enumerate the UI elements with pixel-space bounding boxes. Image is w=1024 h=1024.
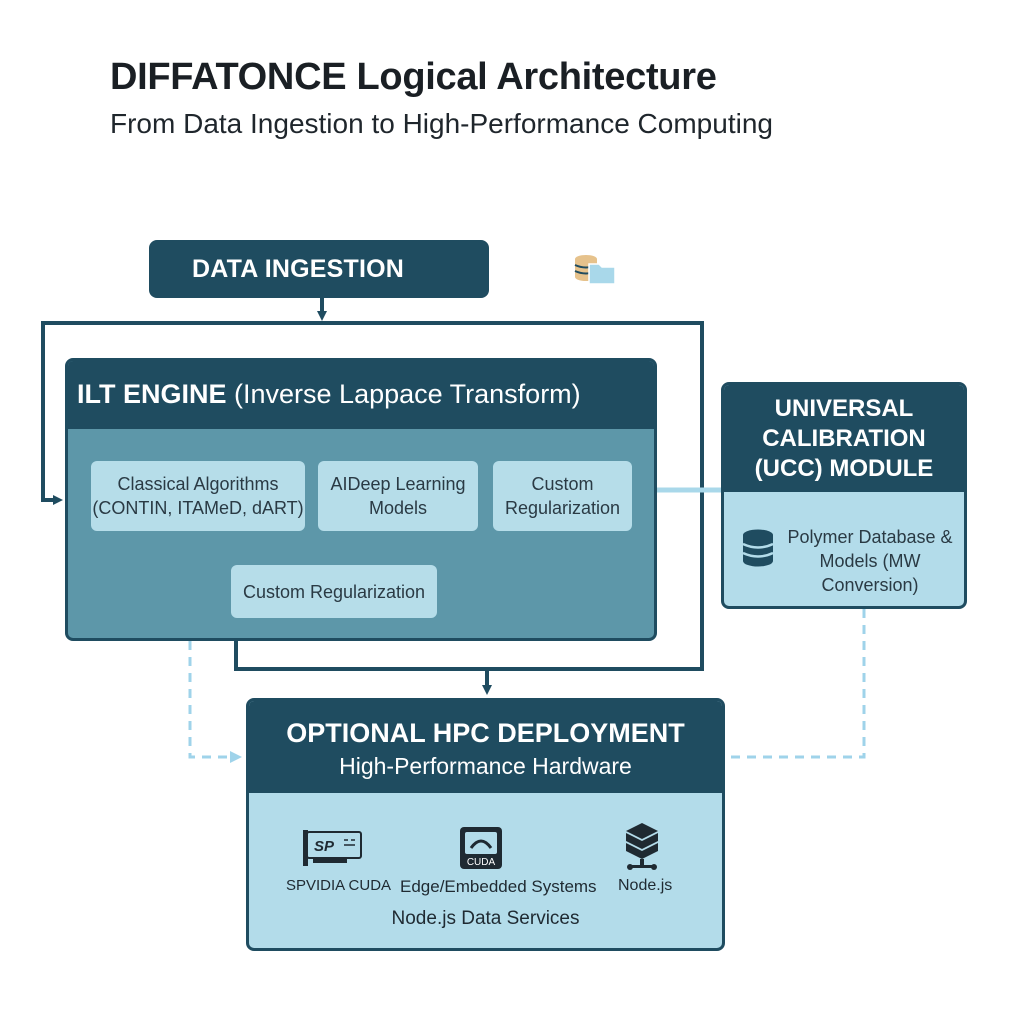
hpc-deployment-box: OPTIONAL HPC DEPLOYMENT High-Performance… bbox=[246, 698, 725, 951]
ucc-module-header: UNIVERSAL CALIBRATION (UCC) MODULE bbox=[724, 385, 964, 492]
hpc-item-caption-3: Node.js bbox=[618, 877, 673, 894]
ucc-title-line3: (UCC) MODULE bbox=[754, 454, 934, 482]
database-icon bbox=[742, 529, 774, 567]
ai-deep-learning-line2: Models bbox=[368, 498, 427, 518]
custom-regularization-right-box: Custom Regularization bbox=[493, 461, 632, 531]
gpu-card-icon-text: SP bbox=[314, 838, 335, 855]
classical-algorithms-line2: (CONTIN, ITAMeD, dART) bbox=[92, 498, 304, 518]
ilt-to-hpc-dashed bbox=[188, 641, 242, 763]
custom-regularization-bottom-box: Custom Regularization bbox=[231, 565, 437, 618]
cuda-chip-icon: CUDA bbox=[460, 827, 502, 869]
classical-algorithms-box: Classical Algorithms (CONTIN, ITAMeD, dA… bbox=[91, 461, 305, 531]
ucc-body-line2: Models (MW bbox=[819, 551, 921, 571]
hpc-subtitle: High-Performance Hardware bbox=[339, 753, 632, 779]
ucc-title-line1: UNIVERSAL bbox=[774, 394, 914, 422]
custom-regularization-right-line1: Custom bbox=[531, 474, 594, 494]
ucc-body-line3: Conversion) bbox=[821, 575, 919, 595]
frame-right-line bbox=[236, 321, 704, 671]
hpc-header: OPTIONAL HPC DEPLOYMENT High-Performance… bbox=[249, 701, 722, 793]
ilt-engine-title: ILT ENGINE (Inverse Lappace Transform) bbox=[77, 379, 581, 409]
frame-left-arrow bbox=[41, 321, 236, 505]
gpu-card-icon: SP bbox=[303, 830, 362, 866]
diagram-subtitle: From Data Ingestion to High-Performance … bbox=[110, 108, 773, 139]
custom-regularization-bottom-label: Custom Regularization bbox=[242, 581, 426, 602]
ucc-module-box: UNIVERSAL CALIBRATION (UCC) MODULE Polym… bbox=[721, 382, 967, 609]
ucc-to-hpc-dashed bbox=[725, 609, 866, 759]
frame-bottom-left-line bbox=[234, 641, 487, 671]
classical-algorithms-line1: Classical Algorithms bbox=[117, 474, 279, 494]
custom-regularization-right-line2: Regularization bbox=[504, 498, 621, 518]
ucc-title-line2: CALIBRATION bbox=[762, 424, 926, 452]
database-folder-icon bbox=[574, 255, 616, 285]
ilt-engine-header: ILT ENGINE (Inverse Lappace Transform) bbox=[68, 361, 654, 429]
data-ingestion-box: DATA INGESTION bbox=[149, 240, 616, 298]
ilt-engine-box: ILT ENGINE (Inverse Lappace Transform) C… bbox=[65, 358, 657, 641]
diagram-title: DIFFATONCE Logical Architecture bbox=[110, 56, 717, 98]
ai-deep-learning-line1: AIDeep Learning bbox=[330, 474, 466, 494]
hpc-item-caption-2: Edge/Embedded Systems bbox=[400, 877, 597, 896]
hpc-item-caption-1: SPVIDIA CUDA bbox=[286, 877, 392, 894]
ai-deep-learning-box: AIDeep Learning Models bbox=[318, 461, 478, 531]
hpc-footer: Node.js Data Services bbox=[391, 908, 580, 929]
ucc-body-text: Polymer Database & Models (MW Conversion… bbox=[784, 525, 956, 597]
server-network-icon bbox=[626, 823, 658, 870]
ucc-body-line1: Polymer Database & bbox=[787, 527, 953, 547]
hpc-title: OPTIONAL HPC DEPLOYMENT bbox=[286, 718, 685, 748]
cuda-chip-icon-text: CUDA bbox=[467, 857, 496, 868]
data-ingestion-label: DATA INGESTION bbox=[192, 255, 405, 283]
